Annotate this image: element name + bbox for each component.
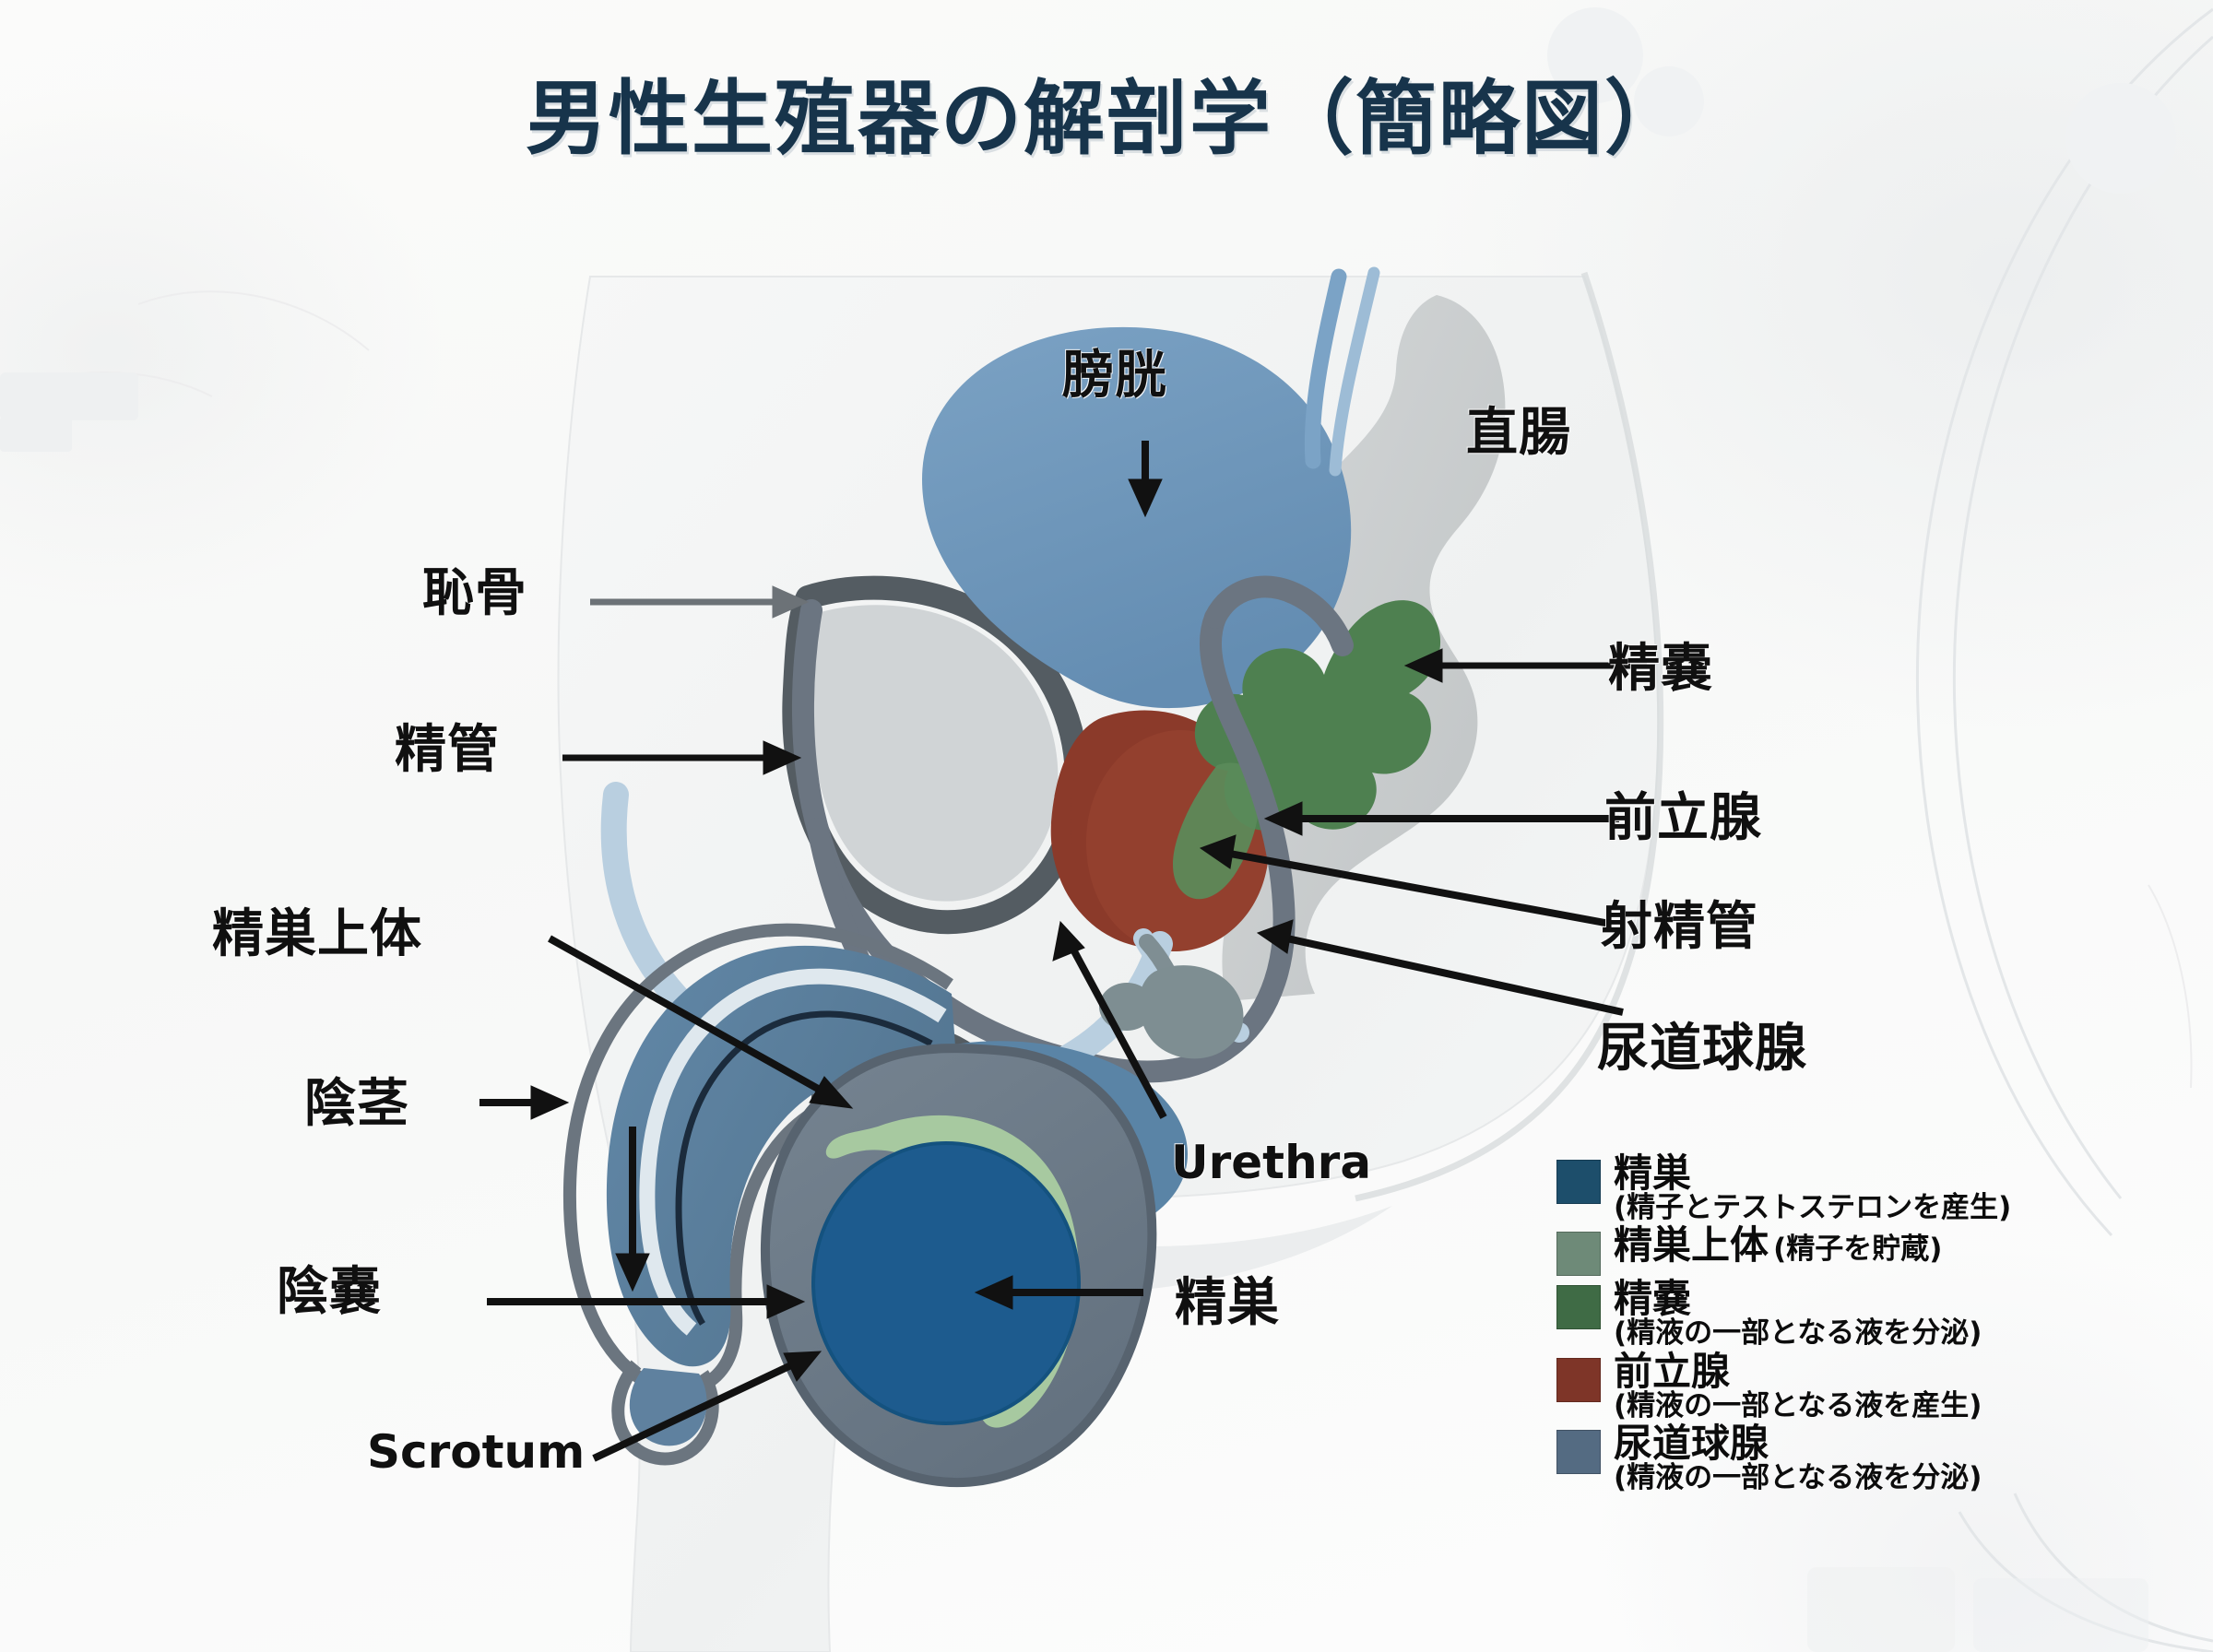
vas-deferens-tube	[791, 575, 1354, 1083]
leader-scrotum-ja	[487, 1284, 806, 1319]
legend-item: 前立腺 (精液の一部となる液を産生)	[1556, 1348, 2202, 1422]
legend-item: 尿道球腺 (精液の一部となる液を分泌)	[1556, 1421, 2202, 1495]
legend-label: 精巣	[1614, 1150, 1692, 1196]
legend-text: 尿道球腺 (精液の一部となる液を分泌)	[1614, 1421, 1982, 1495]
label-testis: 精巣	[1175, 1273, 1280, 1333]
legend-label: 前立腺	[1614, 1348, 1731, 1394]
testis-shape	[811, 1141, 1081, 1425]
legend-swatch	[1556, 1357, 1601, 1402]
legend-swatch	[1556, 1232, 1601, 1277]
legend-item: 精嚢 (精液の一部となる液を分泌)	[1556, 1280, 2202, 1348]
leader-penis	[479, 1085, 570, 1120]
legend-description: (精液の一部となる液を分泌)	[1614, 1316, 1982, 1351]
label-urethra: Urethra	[1171, 1136, 1372, 1189]
legend-item: 精巣 (精子とテストステロンを産生)	[1556, 1153, 2202, 1224]
leader-prostate	[1263, 801, 1619, 836]
label-vas-deferens: 精管	[395, 720, 500, 780]
label-bladder: 膀胱	[1062, 346, 1167, 406]
legend-label: 尿道球腺	[1614, 1421, 1769, 1467]
label-ejaculatory-duct: 射精管	[1601, 897, 1758, 957]
leader-bladder	[1128, 441, 1163, 518]
label-epididymis: 精巣上体	[212, 904, 422, 964]
legend-description: (精子とテストステロンを産生)	[1614, 1190, 2012, 1224]
legend-swatch	[1556, 1285, 1601, 1330]
label-scrotum-ja: 陰嚢	[277, 1262, 382, 1322]
label-bulbourethral-gland: 尿道球腺	[1597, 1019, 1807, 1079]
legend-label: 精嚢	[1614, 1276, 1692, 1322]
legend-description: (精子を貯蔵)	[1773, 1233, 1943, 1267]
leader-lines	[479, 441, 1647, 1462]
leader-bulbourethral	[1256, 919, 1624, 1016]
leader-pubic-bone	[590, 585, 810, 619]
leader-scrotum-la	[592, 1351, 822, 1462]
page-title: 男性生殖器の解剖学（簡略図）	[525, 71, 1687, 166]
label-scrotum-latin: Scrotum	[367, 1425, 586, 1479]
label-prostate: 前立腺	[1604, 788, 1762, 848]
legend-label: 精巣上体	[1614, 1222, 1769, 1268]
legend-swatch	[1556, 1430, 1601, 1475]
legend-swatch	[1556, 1160, 1601, 1204]
leader-urethra-shaft	[615, 1127, 650, 1292]
legend-text: 前立腺 (精液の一部となる液を産生)	[1614, 1348, 1982, 1422]
label-penis: 陰茎	[304, 1074, 409, 1134]
leader-vas-deferens	[562, 740, 802, 775]
bladder-shape	[922, 266, 1380, 709]
legend: 精巣 (精子とテストステロンを産生) 精巣上体 (精子を貯蔵) 精嚢 (精液の一…	[1556, 1153, 2202, 1497]
legend-item: 精巣上体 (精子を貯蔵)	[1556, 1226, 2202, 1277]
label-seminal-vesicle: 精嚢	[1608, 639, 1713, 699]
legend-description: (精液の一部となる液を産生)	[1614, 1388, 1982, 1422]
leader-ejaculatory-duct	[1199, 834, 1611, 927]
legend-text: 精巣上体 (精子を貯蔵)	[1614, 1226, 1942, 1266]
legend-text: 精巣 (精子とテストステロンを産生)	[1614, 1153, 2012, 1224]
leader-urethra	[1052, 920, 1167, 1119]
legend-description: (精液の一部となる液を分泌)	[1614, 1461, 1982, 1495]
leader-testis	[974, 1275, 1143, 1310]
leader-seminal-vesicle	[1403, 648, 1647, 683]
label-rectum: 直腸	[1466, 403, 1571, 463]
legend-text: 精嚢 (精液の一部となる液を分泌)	[1614, 1280, 1982, 1348]
leader-epididymis	[548, 935, 854, 1109]
label-pubic-bone: 恥骨	[422, 563, 527, 623]
penis-shaft-shape	[562, 923, 957, 1466]
